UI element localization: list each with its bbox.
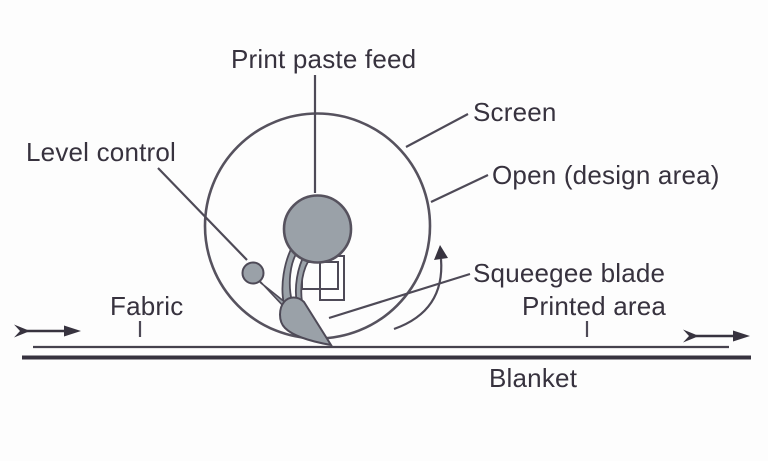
print-paste-blob: [282, 194, 353, 264]
screen-leader-line: [405, 113, 469, 148]
rotation-arrow-arc: [393, 258, 443, 331]
left-arrow-head: [64, 325, 81, 337]
squeegee-blade-leader-line: [328, 272, 471, 320]
level-control-label: Level control: [26, 137, 177, 167]
blanket-label: Blanket: [489, 363, 578, 393]
printed-area-label: Printed area: [522, 291, 667, 321]
screen-label: Screen: [473, 97, 557, 127]
right-direction-arrow-icon: [683, 329, 750, 343]
rotation-arrow-head-icon: [434, 245, 448, 260]
left-direction-arrow-icon: [14, 324, 81, 338]
level-control-leader-line: [157, 167, 248, 261]
right-arrow-head: [733, 330, 750, 342]
fabric-label: Fabric: [110, 291, 184, 321]
open-design-area-leader-line: [430, 174, 489, 203]
left-arrow-tail-barb: [14, 324, 30, 338]
squeegee-blade-foot: [279, 296, 334, 347]
print-paste-feed-label: Print paste feed: [231, 44, 417, 74]
open-design-area-label: Open (design area): [492, 160, 720, 190]
right-arrow-tail-barb: [683, 329, 699, 343]
squeegee-blade-label: Squeegee blade: [473, 258, 666, 288]
squeegee-holder-bracket-outer: [319, 255, 345, 301]
level-control-ball: [241, 261, 265, 285]
